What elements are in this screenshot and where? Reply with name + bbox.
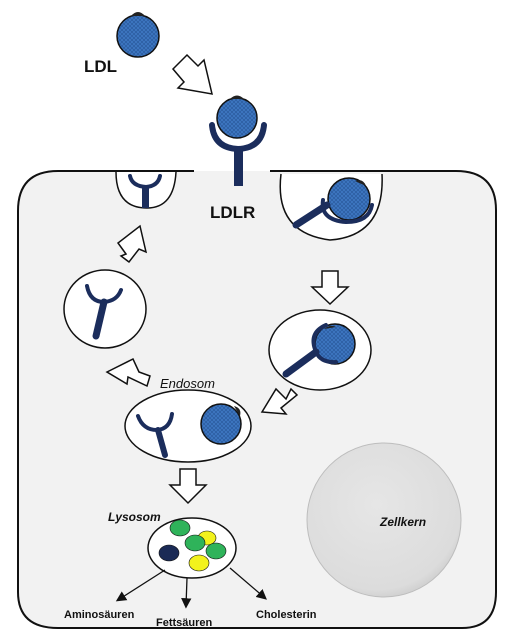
- endocytic-vesicle: [279, 173, 383, 241]
- arrow-cholesterin: [229, 567, 267, 600]
- bound-ldl-receptor: [209, 95, 267, 186]
- hollow-arrow-down-right: [310, 270, 350, 306]
- internalized-vesicle: [268, 309, 372, 391]
- aminosaeuren-label: Aminosäuren: [64, 609, 135, 621]
- cell-fill-gap: [194, 172, 272, 182]
- fettsaeuren-label: Fettsäuren: [156, 617, 213, 629]
- lysosome: [147, 517, 237, 579]
- hollow-arrow-to-endosome: [260, 387, 299, 415]
- recycling-receptor-pit: [115, 171, 177, 209]
- ldl-particle: [116, 12, 160, 58]
- ldl-label: LDL: [84, 57, 117, 76]
- hollow-arrow-up-left: [105, 357, 151, 388]
- endosome: [124, 389, 252, 463]
- endosom-label: Endosom: [160, 376, 215, 391]
- arrow-aminosaeuren: [115, 569, 166, 602]
- cholesterin-label: Cholesterin: [256, 609, 317, 621]
- recycling-vesicle: [63, 269, 147, 349]
- hollow-arrow-down-lysosome: [168, 468, 208, 505]
- ldlr-label: LDLR: [210, 203, 255, 222]
- arrow-fettsaeuren: [181, 577, 192, 609]
- nucleus: [306, 442, 462, 598]
- hollow-arrow-binding: [171, 53, 213, 95]
- lysosom-label: Lysosom: [108, 510, 161, 524]
- hollow-arrow-up: [116, 224, 148, 264]
- zellkern-label: Zellkern: [379, 515, 426, 529]
